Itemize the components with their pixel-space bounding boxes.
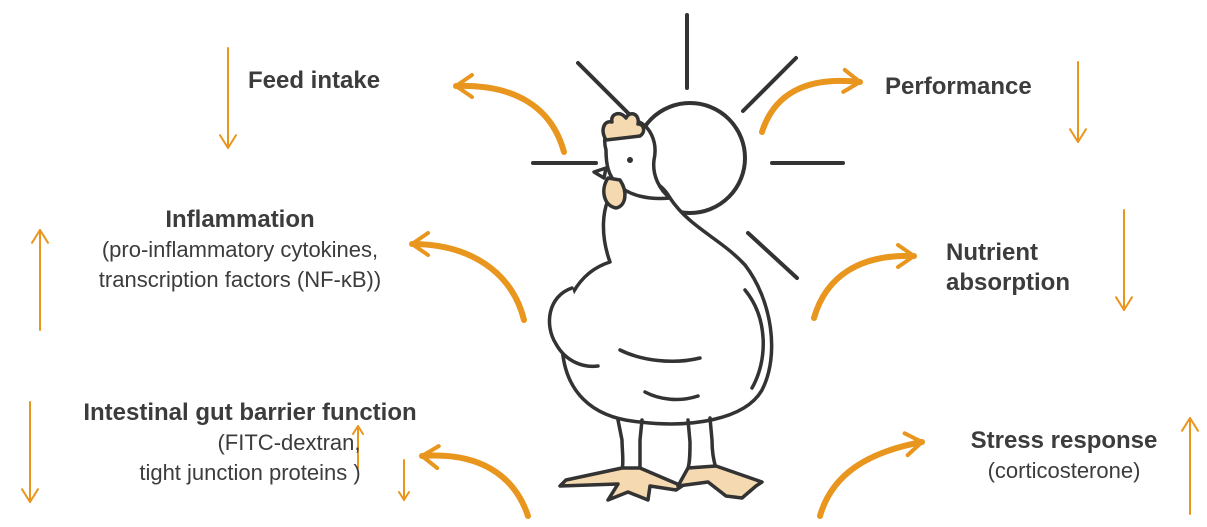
direction-arrow-down-1 <box>219 47 237 149</box>
direction-arrow-up-8 <box>1181 417 1199 515</box>
chicken-icon <box>547 111 774 502</box>
curved-arrow-6 <box>817 431 925 519</box>
curved-arrow-2 <box>409 231 527 323</box>
direction-arrow-down-7 <box>1115 209 1133 311</box>
nutrient-absorption-title-2: absorption <box>946 269 1070 296</box>
effect-arrows <box>409 67 925 519</box>
direction-arrow-up-4 <box>352 425 364 469</box>
curved-arrow-5 <box>811 243 917 321</box>
inflammation-detail-2: transcription factors (NF-κB)) <box>98 267 382 292</box>
direction-arrows <box>21 47 1199 515</box>
gut-barrier-title: Intestinal gut barrier function <box>83 399 417 426</box>
direction-arrow-up-2 <box>31 229 49 331</box>
sun-rays-icon <box>531 13 845 280</box>
inflammation-title: Inflammation <box>165 206 315 233</box>
gut-barrier-detail-2: tight junction proteins ) <box>139 460 361 485</box>
direction-arrow-down-3 <box>21 401 39 503</box>
gut-barrier-detail: (FITC-dextran, <box>217 430 361 455</box>
curved-arrow-4 <box>759 67 863 135</box>
inflammation-block: Inflammation (pro-inflammatory cytokines… <box>60 205 420 295</box>
stress-response-title: Stress response <box>970 427 1158 454</box>
curved-arrow-3 <box>419 444 531 519</box>
nutrient-absorption-block: Nutrient absorption <box>946 238 1070 298</box>
inflammation-detail: (pro-inflammatory cytokines, <box>101 237 379 262</box>
stress-response-detail: (corticosterone) <box>987 458 1141 483</box>
direction-arrow-down-5 <box>398 459 410 501</box>
direction-arrow-down-6 <box>1069 61 1087 143</box>
feed-intake-label: Feed intake <box>248 67 381 94</box>
stress-response-block: Stress response (corticosterone) <box>944 426 1184 486</box>
performance-label: Performance <box>885 73 1032 100</box>
curved-arrow-1 <box>453 73 567 155</box>
gut-barrier-block: Intestinal gut barrier function (FITC-de… <box>40 398 460 488</box>
nutrient-absorption-title: Nutrient <box>946 239 1038 266</box>
